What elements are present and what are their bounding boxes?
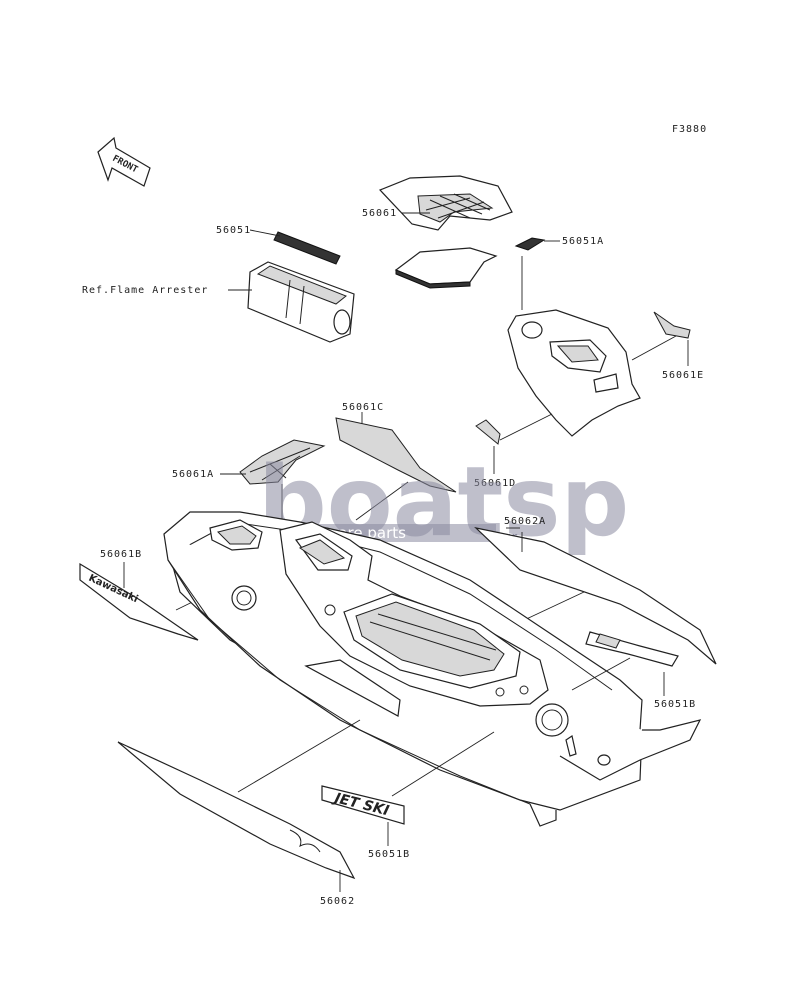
flame-arrester	[247, 261, 355, 343]
label-56051B-right: 56051B	[654, 699, 696, 710]
decal-56051B-right	[585, 631, 679, 667]
label-56061C: 56061C	[342, 402, 384, 413]
decal-56051	[273, 231, 341, 265]
decal-56061C	[335, 417, 457, 493]
label-56051B-bottom: 56051B	[368, 849, 410, 860]
decal-56061E	[653, 311, 691, 339]
deck-footwell	[279, 521, 549, 707]
seat-cover-56061	[378, 175, 513, 231]
decal-56062	[117, 741, 356, 880]
label-56062A: 56062A	[504, 516, 546, 527]
label-56061B: 56061B	[100, 549, 142, 560]
decal-56061D	[475, 419, 501, 445]
decal-56051A	[514, 237, 546, 251]
seat-pad	[394, 247, 498, 289]
label-56061D: 56061D	[474, 478, 516, 489]
decal-56051B-jetski: JET SKI	[321, 785, 405, 825]
decal-jetski-text: JET SKI	[330, 790, 390, 820]
decal-56061A	[239, 439, 326, 485]
label-56062: 56062	[320, 896, 355, 907]
rear-cowling	[507, 309, 641, 437]
label-56051A: 56051A	[562, 236, 604, 247]
decal-56062A	[474, 526, 717, 665]
label-56061E: 56061E	[662, 370, 704, 381]
figure-code: F3880	[672, 124, 707, 135]
label-56061A: 56061A	[172, 469, 214, 480]
label-ref-flame-arrester: Ref.Flame Arrester	[82, 285, 208, 296]
label-56061: 56061	[362, 208, 397, 219]
label-56051: 56051	[216, 225, 251, 236]
front-arrow-icon: FRONT	[97, 136, 151, 187]
